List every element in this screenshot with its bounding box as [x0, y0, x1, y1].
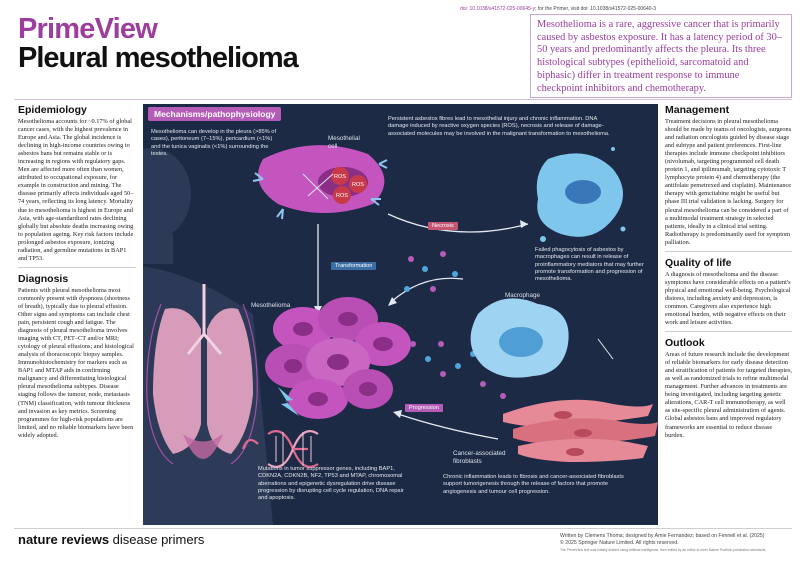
caf-label: Cancer-associated fibroblasts [453, 450, 506, 465]
dna-helix-icon [241, 430, 319, 468]
ros-text-1: ROS [334, 174, 346, 180]
ros-text-3: ROS [336, 193, 348, 199]
fibrosis-text: Chronic inflammation leads to fibrosis a… [443, 474, 624, 495]
macrophage [470, 298, 569, 378]
cancer-associated-fibroblasts [503, 399, 658, 462]
mechanisms-tab: Mechanisms/pathophysiology [148, 107, 282, 121]
inflammation-arrow [390, 277, 464, 303]
mesothelioma-cluster [265, 297, 411, 419]
transformation-tag: Transformation [331, 262, 377, 270]
doi-line: doi: 10.1038/s41572-025-00645-y; for the… [460, 6, 656, 12]
credit-line-1: Written by Clemens Thoma; designed by Am… [560, 533, 765, 539]
necrosis-arrowhead [520, 220, 528, 228]
journal-logo: nature reviews disease primers [18, 532, 204, 547]
macrophage-label: Macrophage [505, 292, 541, 299]
page-title: Pleural mesothelioma [18, 42, 299, 74]
quality-of-life-body: A diagnosis of mesothelioma and the dise… [665, 270, 791, 327]
header-divider [14, 99, 792, 100]
mesothelial-cell-label: Mesothelial cell [328, 135, 360, 150]
pleura-outline [146, 303, 258, 465]
epidemiology-title: Epidemiology [18, 104, 87, 116]
mesothelioma-label: Mesothelioma [251, 302, 291, 309]
credit-line-2: © 2025 Springer Nature Limited. All righ… [560, 540, 679, 546]
quality-of-life-title: Quality of life [665, 256, 732, 269]
mechanisms-illustration: ROS ROS ROS [143, 145, 658, 525]
progression-tag: Progression [405, 404, 443, 412]
lungs-icon [153, 284, 253, 459]
necrosis-arrow [387, 213, 529, 233]
cytokine-dots [404, 251, 506, 399]
footer-divider [14, 528, 792, 529]
right-column: Management Treatment decisions in pleura… [665, 104, 792, 443]
diagnosis-body: Patients with pleural mesothelioma most … [18, 286, 134, 439]
doi-link[interactable]: doi: 10.1038/s41572-025-00645-y [460, 6, 536, 12]
epidemiology-body: Mesothelioma accounts for ~0.17% of glob… [18, 118, 134, 262]
section-divider [18, 266, 136, 268]
phagocytosis-text: Failed phagocytosis of asbestos by macro… [535, 247, 644, 283]
fibres-text: Persistent asbestos fibres lead to mesot… [388, 116, 610, 137]
credits: Written by Clemens Thoma; designed by Am… [560, 533, 765, 547]
management-title: Management [665, 104, 730, 116]
intro-text: Mesothelioma is a rare, aggressive cance… [537, 19, 782, 94]
left-column: Epidemiology Mesothelioma accounts for ~… [18, 104, 136, 443]
sites-text: Mesothelioma can develop in the pleura (… [151, 129, 277, 157]
progression-arrow [397, 413, 499, 440]
receptor-icons [252, 159, 388, 220]
outlook-body: Areas of future research include the dev… [665, 351, 792, 439]
outlook-title: Outlook [665, 337, 705, 350]
management-body: Treatment decisions in pleural mesotheli… [665, 118, 792, 246]
mechanisms-panel: ROS ROS ROS [143, 104, 658, 525]
inflammation-arrowhead [388, 297, 397, 306]
necrosis-tag: Necrosis [428, 222, 458, 230]
section-divider [665, 250, 792, 252]
section-divider [665, 331, 792, 333]
ros-text-2: ROS [352, 182, 364, 188]
lightning-icon [278, 387, 299, 416]
ros-bubbles: ROS ROS ROS [331, 167, 367, 204]
intro-box: Mesothelioma is a rare, aggressive cance… [530, 14, 792, 98]
progression-arrowhead [393, 410, 402, 418]
mutations-text: Mutations in tumor suppressor genes, inc… [258, 466, 404, 502]
doi-primer-link[interactable]: ; for the Primer, visit doi: 10.1038/s41… [535, 6, 656, 12]
journal-logo-light: disease primers [109, 532, 205, 547]
necrotic-cell [536, 147, 626, 242]
primeview-brand: PrimeView [18, 13, 158, 45]
ai-disclaimer: The PrimeView text was initially drafted… [560, 548, 767, 552]
diagnosis-title: Diagnosis [18, 272, 69, 285]
journal-logo-bold: nature reviews [18, 532, 110, 547]
